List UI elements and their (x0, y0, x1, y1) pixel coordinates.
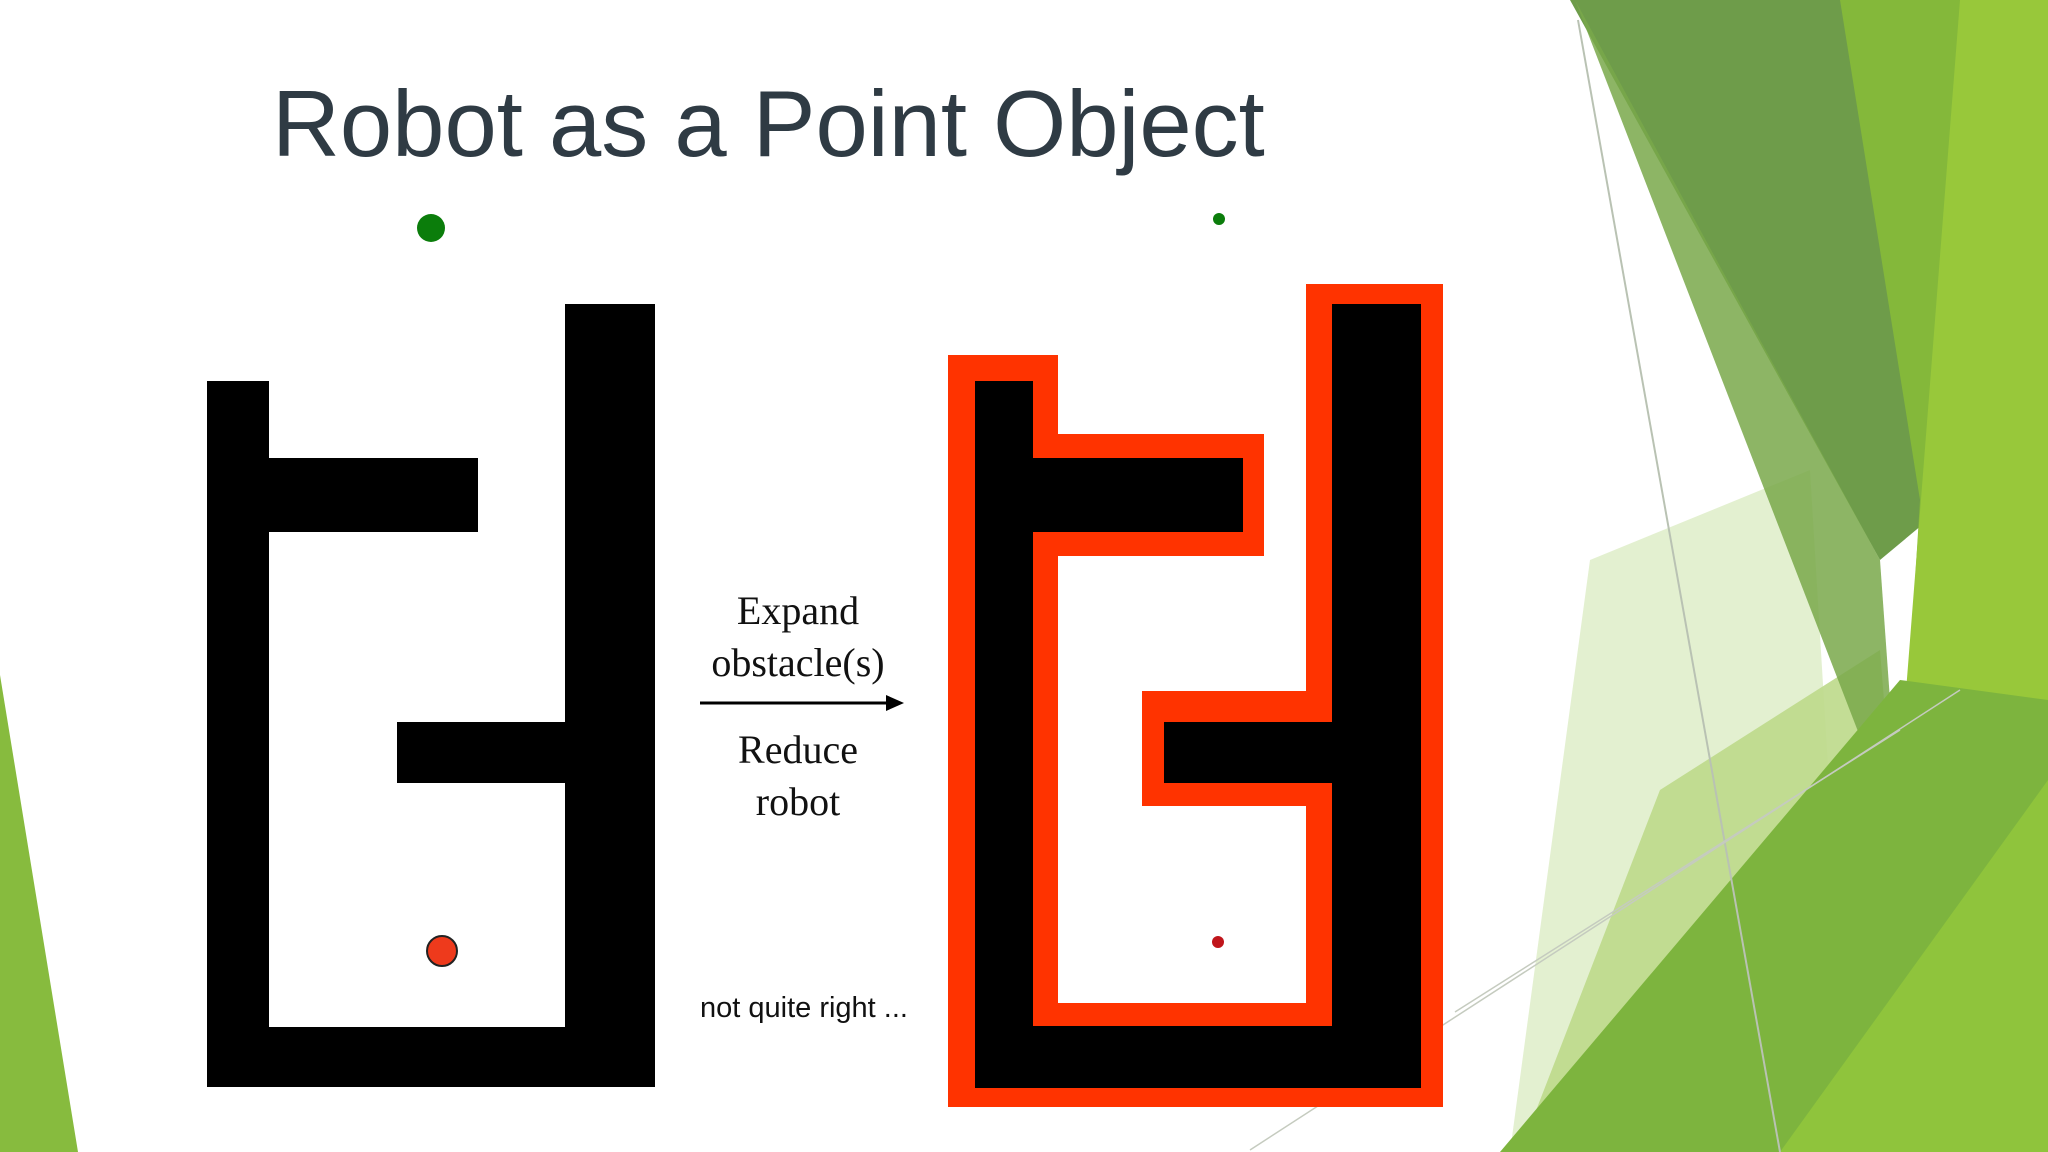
transform-arrow (700, 695, 904, 711)
left-bottom-wall (207, 1027, 655, 1087)
goal-marker-large (417, 214, 445, 242)
decor-facet-left (0, 675, 78, 1152)
slide-title: Robot as a Point Object (272, 71, 1265, 176)
left-right-wall (565, 304, 655, 1087)
expand-obstacles-label: Expand obstacle(s) (678, 585, 918, 689)
decor-line-1 (1577, 19, 1781, 1152)
reduce-label-text: Reduce robot (738, 727, 858, 824)
left-upper-arm (207, 458, 478, 532)
left-middle-arm (397, 722, 655, 783)
original-workspace (207, 214, 655, 1087)
decor-facet-bottom-2 (1780, 780, 2048, 1152)
obstacle-core (975, 304, 1421, 1088)
configuration-space (948, 213, 1443, 1107)
goal-marker-small (1213, 213, 1225, 225)
free-space (1058, 556, 1306, 1003)
reduce-robot-label: Reduce robot (678, 724, 918, 828)
decor-facet-mid-2 (1575, 0, 1900, 840)
arrow-head-icon (886, 695, 904, 711)
not-quite-right-note: not quite right ... (700, 992, 908, 1024)
expand-label-text: Expand obstacle(s) (711, 588, 885, 685)
robot-disc (426, 935, 458, 967)
point-robot (1212, 936, 1224, 948)
